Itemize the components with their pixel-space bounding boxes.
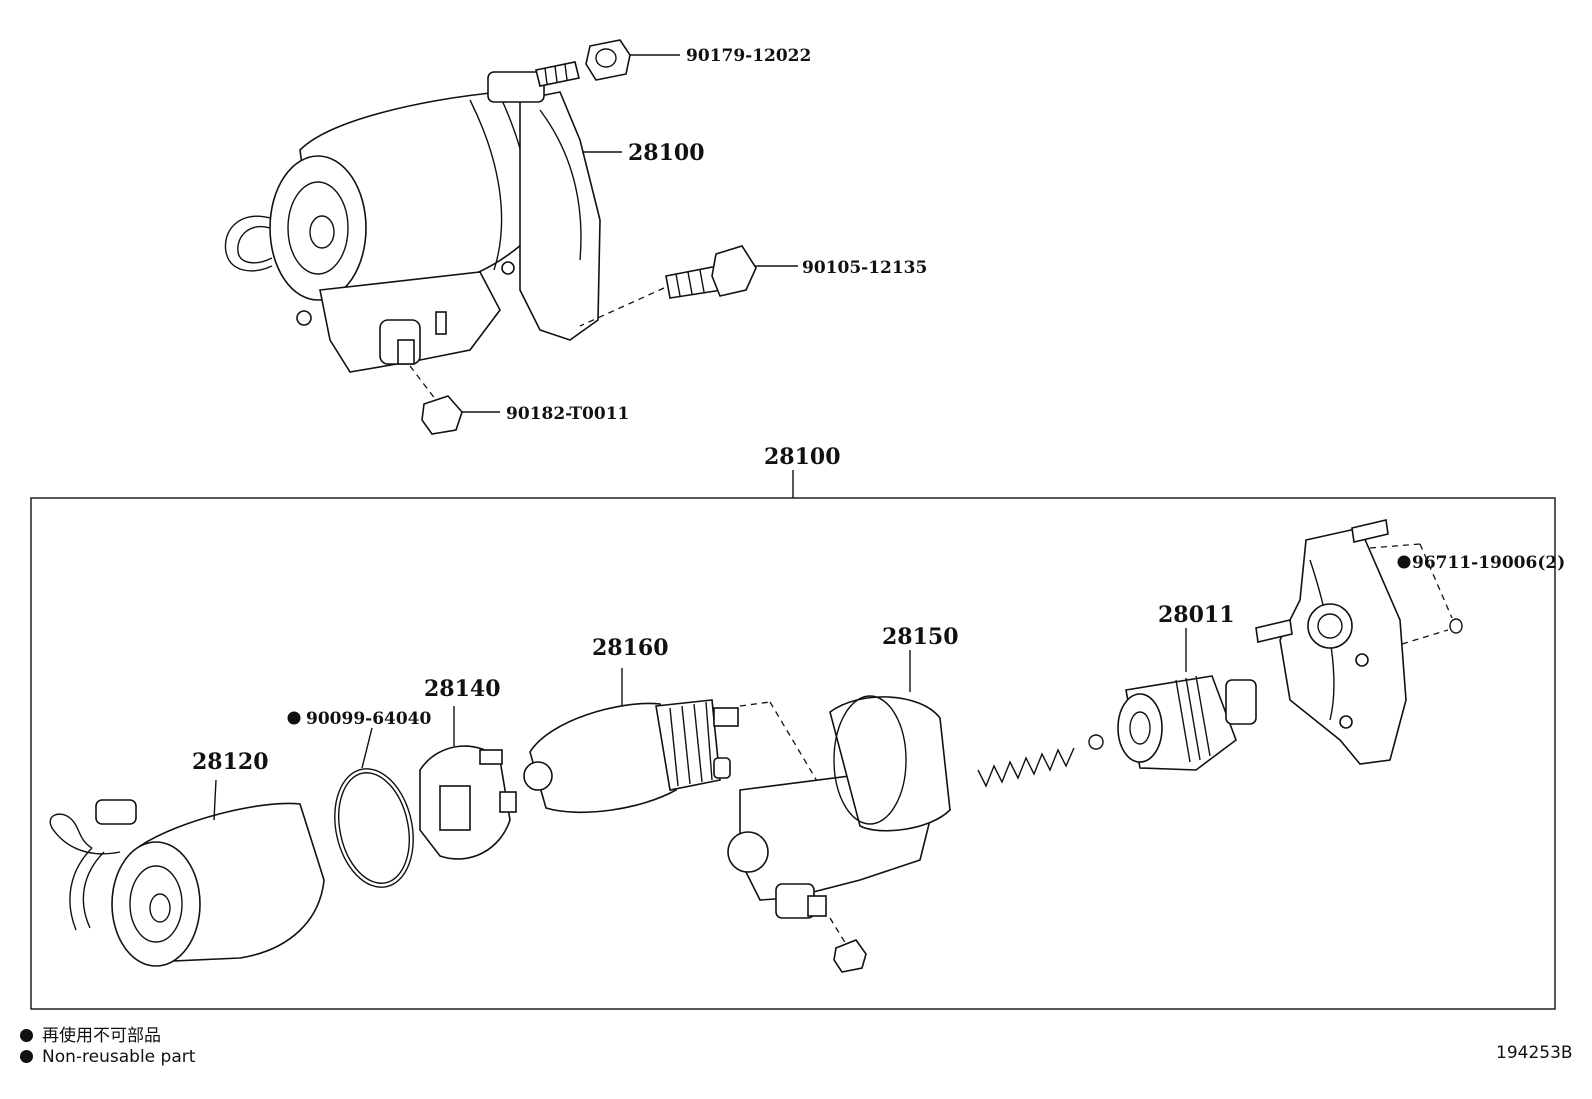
callout-96711-19006: 96711-19006(2)	[1412, 553, 1565, 573]
non-reusable-dot-icon	[20, 1050, 33, 1063]
callout-90182-t0011: 90182-T0011	[506, 404, 629, 424]
group-label-28100: 28100	[764, 444, 841, 470]
non-reusable-marker-96711	[1397, 555, 1411, 569]
callout-90179-12022: 90179-12022	[686, 46, 811, 66]
legend-japanese-text: 再使用不可部品	[42, 1026, 161, 1046]
callout-28140: 28140	[424, 676, 501, 702]
callout-28160: 28160	[592, 635, 669, 661]
legend-english: Non-reusable part	[20, 1047, 195, 1067]
callout-28120: 28120	[192, 749, 269, 775]
callout-90105-12135: 90105-12135	[802, 258, 927, 278]
non-reusable-dot-icon	[20, 1029, 33, 1042]
legend-english-text: Non-reusable part	[42, 1047, 196, 1067]
diagram-code: 194253B	[1496, 1043, 1573, 1063]
legend-japanese: 再使用不可部品	[20, 1021, 161, 1046]
callout-28100-assembly: 28100	[628, 140, 705, 166]
exploded-view-frame	[30, 470, 1556, 1010]
starter-assembly-drawing	[224, 39, 798, 435]
callout-90099-64040: 90099-64040	[306, 709, 432, 729]
callout-28150: 28150	[882, 624, 959, 650]
callout-28011: 28011	[1158, 602, 1235, 628]
non-reusable-marker-90099	[287, 711, 301, 725]
exploded-parts-drawing	[49, 519, 1463, 973]
